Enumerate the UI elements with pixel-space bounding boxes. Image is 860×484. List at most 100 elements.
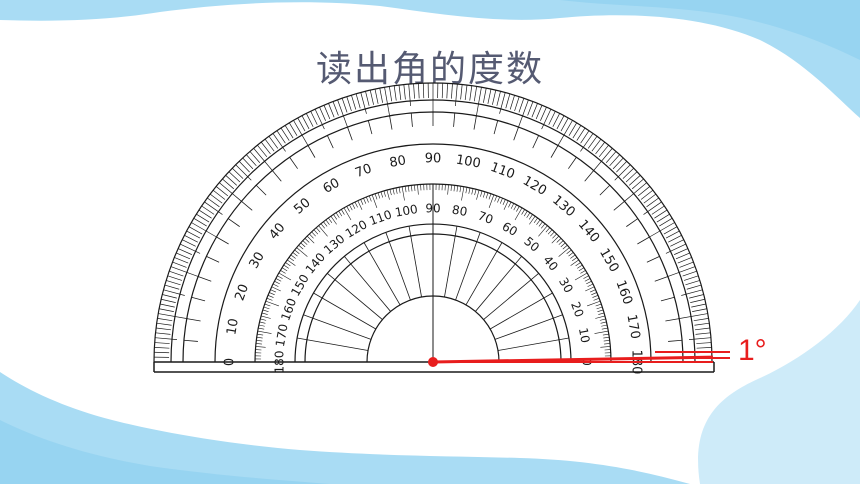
- outer-tick: [651, 205, 665, 215]
- middle-tick: [410, 112, 413, 127]
- outer-tick: [351, 95, 357, 110]
- middle-tick: [668, 339, 683, 342]
- middle-tick: [453, 112, 456, 127]
- middle-tick: [584, 170, 595, 182]
- outer-scale-label: 100: [455, 153, 482, 172]
- outer-tick: [674, 248, 689, 255]
- radial-spoke: [483, 272, 539, 320]
- inner-tick: [354, 201, 358, 208]
- inner-tick: [338, 210, 343, 217]
- inner-tick: [267, 295, 274, 298]
- outer-tick: [509, 95, 515, 110]
- outer-tick: [177, 248, 192, 255]
- middle-tick: [191, 296, 206, 302]
- inner-tick: [259, 321, 266, 324]
- outer-tick: [683, 275, 699, 281]
- inner-tick: [538, 221, 543, 227]
- outer-tick: [212, 189, 226, 200]
- outer-tick: [198, 209, 212, 219]
- outer-tick: [469, 85, 473, 101]
- inner-tick: [603, 336, 610, 339]
- middle-tick: [493, 120, 499, 135]
- inner-tick: [485, 192, 489, 199]
- inner-tick: [593, 297, 600, 301]
- outer-tick: [238, 161, 250, 173]
- inner-scale-label: 20: [568, 300, 586, 319]
- outer-tick: [678, 313, 708, 320]
- inner-tick: [453, 185, 455, 192]
- outer-tick: [535, 105, 543, 120]
- inner-tick: [594, 330, 609, 334]
- outer-tick: [637, 186, 651, 197]
- outer-tick: [556, 115, 565, 130]
- inner-tick: [503, 200, 509, 210]
- outer-tick: [188, 226, 203, 235]
- outer-tick: [172, 261, 187, 268]
- inner-tick: [404, 186, 407, 193]
- middle-tick: [660, 296, 675, 302]
- inner-tick: [597, 309, 604, 312]
- inner-tick: [521, 209, 525, 215]
- inner-tick: [508, 201, 512, 208]
- inner-tick: [377, 192, 381, 199]
- inner-tick: [468, 187, 471, 194]
- outer-tick: [166, 280, 181, 286]
- outer-tick: [193, 218, 207, 227]
- bottom-wave-shape-light: [0, 420, 330, 484]
- inner-tick: [502, 199, 506, 205]
- inner-tick: [256, 336, 263, 339]
- inner-tick: [590, 289, 596, 293]
- inner-tick: [474, 189, 477, 196]
- outer-tick: [540, 106, 547, 121]
- outer-tick: [314, 108, 325, 130]
- inner-tick: [513, 204, 517, 211]
- outer-tick: [648, 222, 675, 238]
- inner-tick: [591, 292, 597, 296]
- middle-tick: [186, 318, 201, 322]
- inner-scale-label: 30: [556, 275, 576, 295]
- inner-tick: [570, 254, 576, 259]
- outer-tick: [413, 83, 415, 99]
- inner-tick: [351, 203, 356, 209]
- outer-tick: [643, 193, 657, 204]
- outer-scale-label: 50: [291, 195, 313, 217]
- inner-tick: [269, 292, 275, 296]
- inner-tick: [335, 212, 340, 218]
- outer-tick: [598, 144, 609, 158]
- outer-scale-label: 150: [596, 246, 621, 275]
- outer-scale-label: 10: [224, 317, 242, 336]
- outer-tick: [156, 327, 172, 331]
- inner-scale-label: 40: [540, 253, 561, 274]
- outer-tick: [160, 303, 175, 308]
- inner-tick: [264, 303, 271, 307]
- inner-tick: [600, 321, 607, 324]
- right-wave-shape: [698, 300, 860, 484]
- angle-answer-label: 1°: [738, 334, 767, 367]
- outer-tick: [170, 266, 200, 278]
- inner-tick: [309, 233, 314, 239]
- inner-tick: [494, 195, 498, 202]
- radial-spoke: [313, 292, 377, 330]
- inner-tick: [270, 289, 276, 293]
- outer-tick: [693, 318, 709, 322]
- inner-tick: [592, 295, 599, 298]
- outer-tick: [235, 164, 252, 181]
- inner-scale-label: 180: [273, 351, 287, 374]
- outer-tick: [685, 280, 700, 286]
- outer-tick: [337, 99, 349, 129]
- middle-tick: [227, 218, 240, 227]
- inner-tick: [258, 324, 265, 327]
- inner-tick: [578, 267, 585, 272]
- outer-tick: [665, 230, 680, 239]
- outer-tick: [686, 284, 702, 290]
- inner-tick: [398, 187, 401, 194]
- radial-spoke: [494, 314, 563, 340]
- outer-tick: [293, 120, 309, 147]
- outer-tick: [310, 111, 318, 125]
- inner-tick: [483, 191, 486, 198]
- outer-scale-label: 40: [266, 220, 288, 242]
- middle-tick: [637, 236, 650, 245]
- inner-scale-label: 120: [343, 217, 370, 241]
- outer-tick: [527, 101, 534, 116]
